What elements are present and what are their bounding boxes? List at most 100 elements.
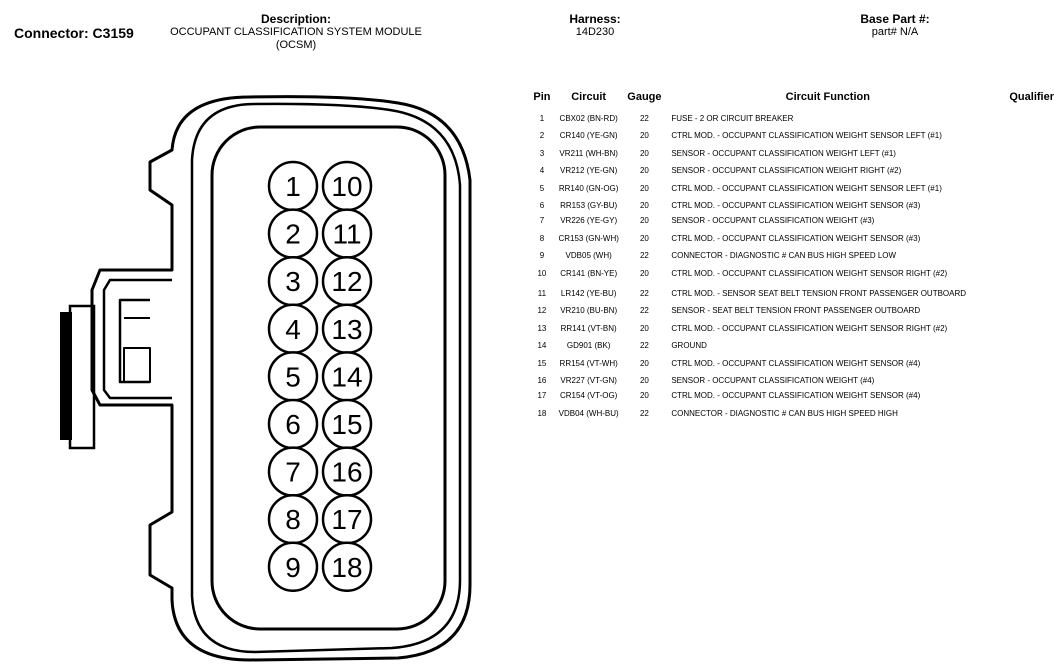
circuit-cell: VR210 (BU-BN) <box>560 306 618 315</box>
circuit-cell: VR227 (VT-GN) <box>560 376 617 385</box>
function-cell: SENSOR - OCCUPANT CLASSIFICATION WEIGHT … <box>671 148 896 158</box>
gauge-cell: 20 <box>639 131 649 140</box>
housing-mid <box>190 102 462 654</box>
pin-cell: 5 <box>539 183 545 193</box>
latch-outline <box>102 278 172 400</box>
pin-number: 5 <box>285 361 301 392</box>
gauge-cell: 22 <box>639 251 649 260</box>
function-cell: CTRL MOD. - OCCUPANT CLASSIFICATION WEIG… <box>671 268 948 278</box>
description-value: OCCUPANT CLASSIFICATION SYSTEM MODULE (O… <box>170 26 422 51</box>
qualifier-cell <box>984 263 1054 283</box>
gauge-cell: 22 <box>639 408 649 418</box>
pin-number: 12 <box>331 266 362 297</box>
header-circuit: Circuit <box>571 91 607 103</box>
pin-cell: 6 <box>539 201 545 210</box>
function-cell: CTRL MOD. - OCCUPANT CLASSIFICATION WEIG… <box>671 391 921 400</box>
qualifier-cell <box>984 143 1054 163</box>
pin-number: 4 <box>285 314 301 345</box>
qualifier-cell <box>984 108 1054 128</box>
qualifier-cell <box>984 388 1054 403</box>
qualifier-cell <box>984 338 1054 353</box>
base-part-value: part# N/A <box>871 26 919 38</box>
function-cell: SENSOR - OCCUPANT CLASSIFICATION WEIGHT … <box>671 216 875 225</box>
pin-number: 18 <box>331 552 362 583</box>
qualifier-cell <box>984 198 1054 213</box>
function-cell: CTRL MOD. - OCCUPANT CLASSIFICATION WEIG… <box>671 131 942 140</box>
circuit-cell: VDB04 (WH-BU) <box>558 408 619 418</box>
gauge-cell: 22 <box>639 341 649 350</box>
gauge-cell: 22 <box>639 113 649 123</box>
qualifier-cell <box>984 163 1054 178</box>
latch-tab <box>123 347 151 383</box>
qualifier-cell <box>984 283 1054 303</box>
function-cell: GROUND <box>671 341 707 350</box>
qualifier-cell <box>984 248 1054 263</box>
function-cell: SENSOR - SEAT BELT TENSION FRONT PASSENG… <box>671 306 921 315</box>
pin-number: 2 <box>285 219 301 250</box>
qualifier-cell <box>984 178 1054 198</box>
gauge-cell: 20 <box>639 183 649 193</box>
pin-number: 1 <box>285 171 301 202</box>
pin-cavity <box>210 125 447 631</box>
function-cell: SENSOR - OCCUPANT CLASSIFICATION WEIGHT … <box>671 166 902 175</box>
gauge-cell: 20 <box>639 358 649 368</box>
circuit-cell: VDB05 (WH) <box>565 251 612 260</box>
pin-table-header: Pin Circuit Gauge Circuit Function Quali… <box>528 90 1054 108</box>
function-cell: SENSOR - OCCUPANT CLASSIFICATION WEIGHT … <box>671 376 875 385</box>
pin-cell: 12 <box>537 306 547 315</box>
header-gauge: Gauge <box>627 91 662 103</box>
circuit-cell: RR140 (GN-OG) <box>558 183 619 193</box>
pin-number: 6 <box>285 409 301 440</box>
pin-cell: 3 <box>539 148 545 158</box>
harness-label: Harness: <box>569 12 621 26</box>
pin-number: 10 <box>331 171 362 202</box>
housing-outer <box>90 95 472 662</box>
function-cell: FUSE - 2 OR CIRCUIT BREAKER <box>671 113 794 123</box>
pin-table: Pin Circuit Gauge Circuit Function Quali… <box>528 90 1054 423</box>
circuit-cell: VR212 (YE-GN) <box>559 166 618 175</box>
qualifier-cell <box>984 213 1054 228</box>
qualifier-cell <box>984 128 1054 143</box>
pin-number: 7 <box>285 457 301 488</box>
function-cell: CTRL MOD. - OCCUPANT CLASSIFICATION WEIG… <box>671 183 942 193</box>
circuit-cell: RR141 (VT-BN) <box>560 323 617 333</box>
gauge-cell: 22 <box>639 288 649 298</box>
gauge-cell: 22 <box>639 306 649 315</box>
function-cell: CONNECTOR - DIAGNOSTIC # CAN BUS HIGH SP… <box>671 251 897 260</box>
harness-value: 14D230 <box>575 26 615 38</box>
function-cell: CTRL MOD. - OCCUPANT CLASSIFICATION WEIG… <box>671 358 921 368</box>
gauge-cell: 20 <box>639 148 649 158</box>
pin-number: 13 <box>331 314 362 345</box>
function-cell: CTRL MOD. - SENSOR SEAT BELT TENSION FRO… <box>671 288 967 298</box>
pin-cell: 17 <box>537 391 547 400</box>
function-cell: CTRL MOD. - OCCUPANT CLASSIFICATION WEIG… <box>671 233 921 243</box>
circuit-cell: CR154 (VT-OG) <box>559 391 618 400</box>
qualifier-cell <box>984 303 1054 318</box>
function-cell: CTRL MOD. - OCCUPANT CLASSIFICATION WEIG… <box>671 323 948 333</box>
gauge-cell: 20 <box>639 166 649 175</box>
header-function: Circuit Function <box>785 91 870 103</box>
qualifier-cell <box>984 318 1054 338</box>
seal-outline <box>68 304 96 450</box>
pin-cell: 15 <box>537 358 547 368</box>
qualifier-cell <box>984 373 1054 388</box>
circuit-cell: GD901 (BK) <box>566 341 611 350</box>
qualifier-cell <box>984 403 1054 423</box>
gauge-cell: 20 <box>639 201 649 210</box>
qualifier-cell <box>984 353 1054 373</box>
circuit-cell: RR153 (GY-BU) <box>560 201 618 210</box>
pin-number: 14 <box>331 361 362 392</box>
description-block: Description: OCCUPANT CLASSIFICATION SYS… <box>150 12 442 52</box>
